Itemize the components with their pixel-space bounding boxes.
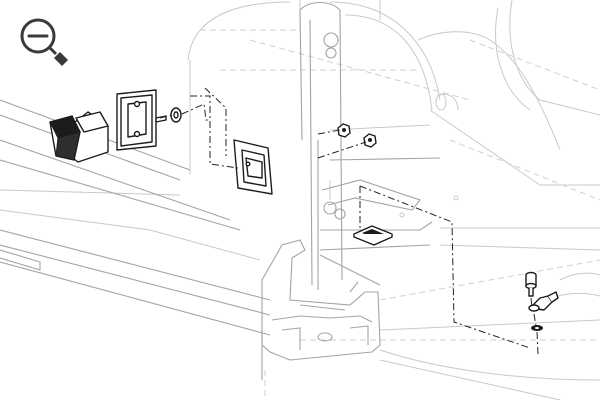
column-side-plate [299, 1, 441, 290]
rocker-switch [49, 111, 109, 163]
washer [170, 107, 182, 123]
square-cable-clip [353, 225, 393, 246]
hex-nut [337, 123, 351, 138]
hex-nut [363, 133, 377, 148]
aluminum-extrusion-rail [261, 239, 381, 380]
base-rail-outline [0, 99, 271, 336]
zoom-out-button[interactable] [14, 14, 78, 70]
lock-washer [531, 325, 543, 331]
socket-cap-screw [525, 271, 537, 297]
switch-opening [233, 139, 273, 195]
assembly-leader-lines [159, 87, 539, 355]
switch-mounting-plate [116, 89, 167, 151]
zoom-out-magnifier-icon [20, 18, 68, 66]
ring-terminal-lug [528, 291, 559, 312]
